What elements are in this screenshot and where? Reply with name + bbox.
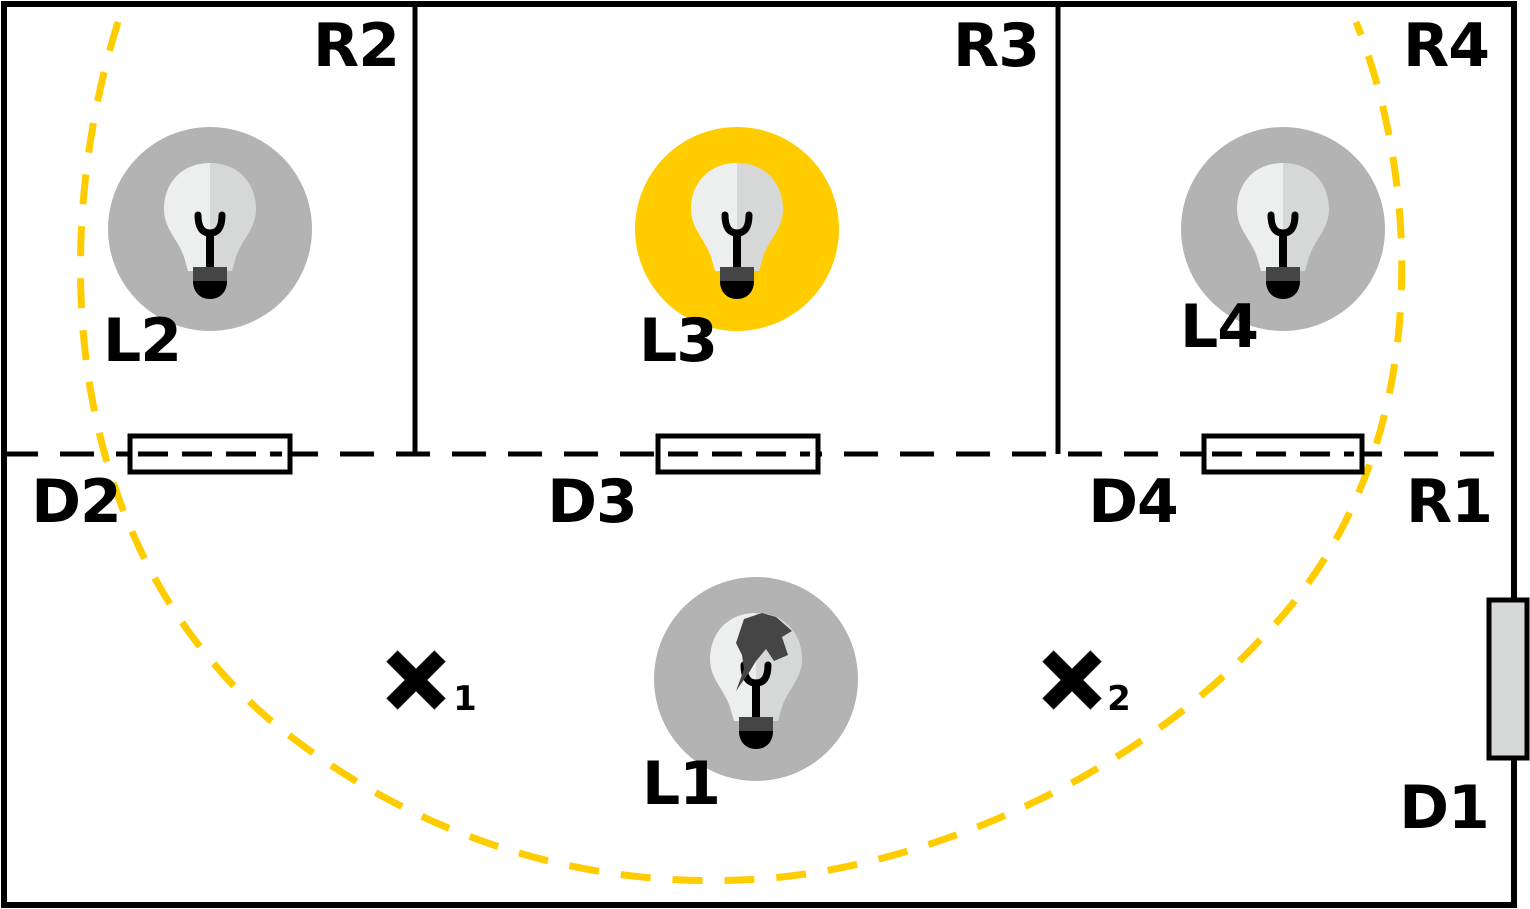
- door-d4[interactable]: [1201, 433, 1365, 475]
- bulb-icon: [1237, 163, 1329, 299]
- light-label-l3: L3: [639, 306, 718, 376]
- door-label-d4: D4: [1088, 467, 1179, 537]
- marker-subscript-2: 2: [1107, 679, 1131, 719]
- room-label-r2: R2: [313, 11, 400, 81]
- marker-subscript-1: 1: [453, 679, 477, 719]
- light-label-l4: L4: [1180, 292, 1259, 362]
- crack-mark: [736, 613, 792, 691]
- light-range-arc: [76, 20, 1406, 885]
- room-label-r3: R3: [953, 11, 1040, 81]
- room-label-r4: R4: [1403, 11, 1490, 81]
- bulb-icon: [164, 163, 256, 299]
- door-d2[interactable]: [127, 433, 293, 475]
- light-l2[interactable]: [108, 127, 312, 331]
- light-l1[interactable]: [654, 577, 858, 781]
- door-d3[interactable]: [655, 433, 821, 475]
- door-label-d3: D3: [547, 467, 638, 537]
- light-label-l1: L1: [642, 749, 721, 819]
- door-d1[interactable]: [1486, 597, 1530, 761]
- room-label-r1: R1: [1406, 467, 1493, 537]
- bulb-icon: [691, 163, 783, 299]
- cross-icon[interactable]: [386, 650, 446, 710]
- door-label-d2: D2: [31, 467, 122, 537]
- light-l4[interactable]: [1181, 127, 1385, 331]
- light-label-l2: L2: [103, 306, 182, 376]
- cross-icon[interactable]: [1042, 650, 1102, 710]
- broken-bulb-icon: [710, 613, 802, 749]
- door-label-d1: D1: [1399, 773, 1490, 843]
- light-l3[interactable]: [635, 127, 839, 331]
